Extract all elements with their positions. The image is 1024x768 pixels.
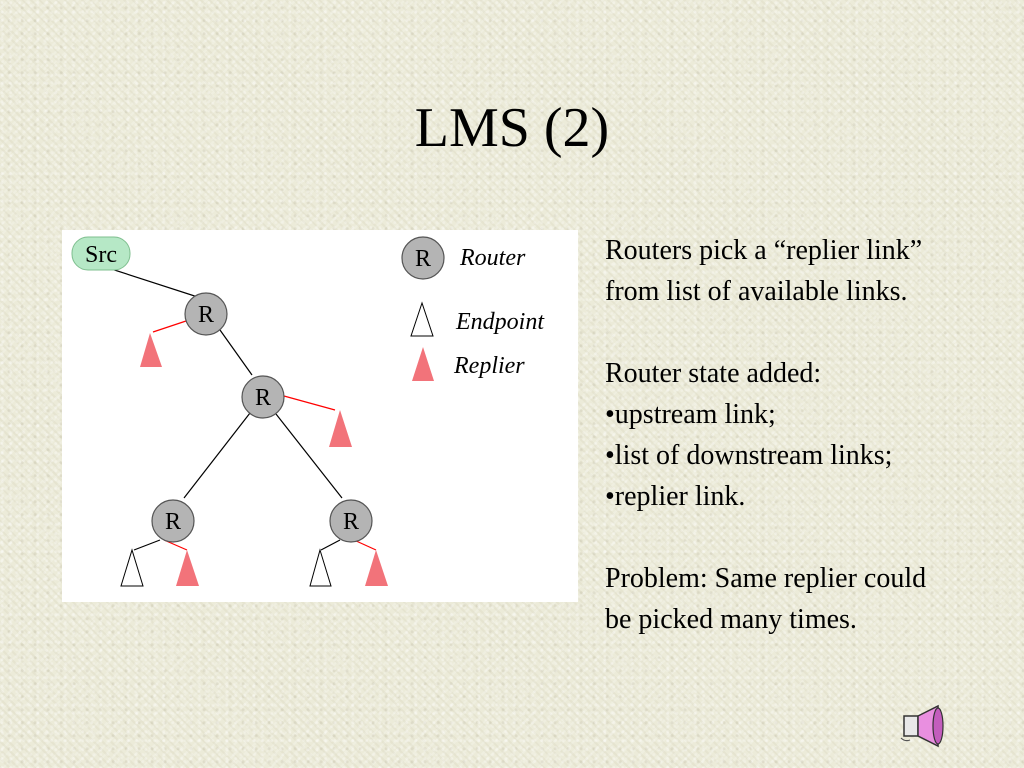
- legend-replier-label: Replier: [453, 353, 525, 379]
- router-label-3: R: [165, 509, 181, 535]
- link-src-r1: [101, 265, 208, 301]
- link-r2-r4: [275, 413, 343, 499]
- link-r1-r2: [219, 329, 253, 376]
- legend-endpoint-label: Endpoint: [455, 309, 545, 335]
- endpoint-triangle-2: [309, 548, 332, 587]
- replier-link-r2: [283, 395, 336, 411]
- replier-link-r1: [152, 320, 187, 333]
- speaker-icon[interactable]: [898, 704, 948, 748]
- legend-replier-symbol: [412, 347, 434, 381]
- router-node-3: [151, 499, 195, 543]
- paragraph-gap: [605, 517, 1015, 558]
- legend-router-label: Router: [459, 245, 526, 271]
- replier-triangle-4: [365, 550, 388, 586]
- body-line: be picked many times.: [605, 604, 857, 635]
- router-label-1: R: [198, 302, 214, 328]
- src-label: Src: [85, 242, 117, 268]
- slide-title: LMS (2): [414, 97, 610, 159]
- router-label-4: R: [343, 509, 359, 535]
- diagram-canvas: Src R R R R R Router Endpoint Replier: [71, 236, 545, 587]
- bullet-item: •upstream link;: [605, 399, 776, 430]
- legend-router-letter: R: [415, 246, 431, 272]
- src-node: [71, 236, 131, 271]
- legend-endpoint-symbol: [410, 301, 434, 337]
- router-label-2: R: [255, 385, 271, 411]
- router-node-4: [329, 499, 373, 543]
- replier-link-r4: [353, 539, 377, 551]
- bullet-item: •replier link.: [605, 481, 746, 512]
- link-r4-endpoint: [320, 539, 341, 551]
- body-line: from list of available links.: [605, 276, 908, 307]
- link-r3-endpoint: [133, 539, 161, 551]
- link-r2-r3: [183, 412, 251, 499]
- lms-tree-diagram: Src R R R R R Router Endpoint Replier: [62, 230, 578, 602]
- replier-triangle-3: [176, 550, 199, 586]
- router-node-2: [241, 375, 285, 419]
- slide-body-text: Routers pick a “replier link” from list …: [605, 230, 1015, 640]
- body-line: Problem: Same replier could: [605, 563, 927, 594]
- bullet-item: •list of downstream links;: [605, 440, 893, 471]
- router-node-1: [184, 292, 228, 336]
- legend-router-symbol: [401, 236, 445, 280]
- body-line: Routers pick a “replier link”: [605, 235, 923, 266]
- body-line: Router state added:: [605, 358, 822, 389]
- replier-triangle-2: [329, 410, 352, 447]
- endpoint-triangle-1: [120, 548, 144, 587]
- paragraph-gap: [605, 312, 1015, 353]
- replier-triangle-1: [140, 333, 162, 367]
